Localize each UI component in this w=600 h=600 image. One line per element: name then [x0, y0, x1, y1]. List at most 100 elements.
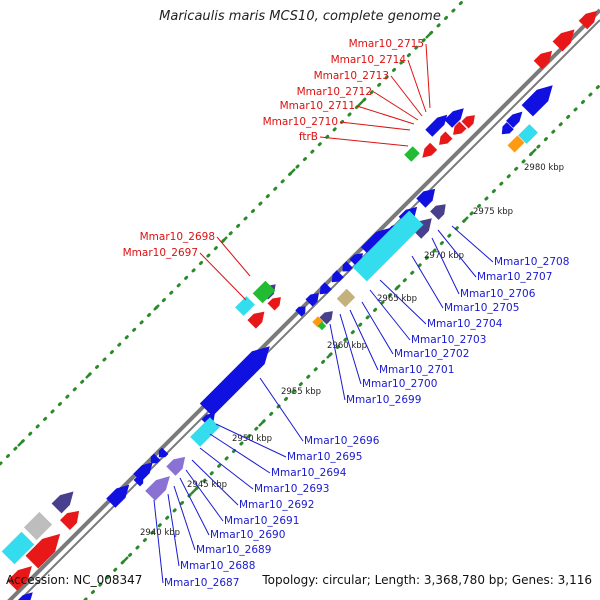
gene-arrow-blue	[506, 111, 523, 128]
red-gene-label: ftrB	[299, 131, 318, 143]
gene-arrow-blue	[305, 293, 319, 307]
gene-arrow-blue	[501, 122, 514, 135]
scale-label: 2950 kbp	[232, 434, 272, 444]
blue-label-leader	[369, 289, 411, 341]
red-label-leader	[356, 105, 415, 125]
blue-gene-label: Mmar10_2689	[196, 544, 271, 556]
blue-label-leader	[173, 485, 196, 551]
blue-gene-label: Mmar10_2687	[164, 577, 239, 589]
gene-arrow-blue	[444, 108, 464, 128]
backbone-line-inner	[18, 19, 600, 600]
blue-gene-label: Mmar10_2690	[210, 529, 285, 541]
blue-label-leader	[185, 469, 224, 522]
scale-tick	[153, 304, 160, 311]
gene-arrow-red	[422, 142, 438, 158]
gene-arrow-red	[247, 311, 265, 329]
blue-gene-label: Mmar10_2708	[494, 256, 569, 268]
scale-label: 2975 kbp	[473, 207, 513, 217]
gene-block-cyan	[518, 124, 538, 144]
gene-block-orange	[507, 135, 525, 153]
blue-gene-label: Mmar10_2694	[271, 467, 347, 479]
red-gene-label: Mmar10_2712	[297, 86, 372, 98]
blue-label-leader	[259, 377, 304, 442]
gene-arrow-blue	[521, 85, 553, 117]
scale-tick	[289, 168, 296, 175]
gene-arrow-blue	[319, 282, 332, 295]
blue-gene-label: Mmar10_2700	[362, 378, 437, 390]
gene-arrow-blue	[425, 114, 448, 137]
gene-arrow-blue	[295, 306, 306, 317]
gene-block-green	[317, 321, 327, 331]
scale-tick	[258, 420, 265, 427]
scale-tick	[357, 100, 364, 107]
gene-arrow-dark_blue	[430, 204, 446, 220]
gene-arrow-dark_blue	[51, 491, 74, 514]
blue-gene-label: Mmar10_2699	[346, 394, 421, 406]
gene-arrow-red	[533, 50, 553, 70]
blue-gene-label: Mmar10_2693	[254, 483, 329, 495]
gene-arrow-blue	[361, 228, 390, 257]
blue-label-leader	[199, 447, 254, 490]
blue-label-leader	[379, 279, 427, 325]
blue-label-leader	[339, 313, 362, 385]
gene-block-khaki	[336, 288, 356, 308]
scale-tick	[462, 216, 469, 223]
blue-gene-label: Mmar10_2696	[304, 435, 380, 447]
red-label-leader	[216, 236, 251, 277]
scale-tick	[221, 236, 228, 243]
gene-arrow-blue	[150, 453, 161, 464]
blue-gene-label: Mmar10_2695	[287, 451, 362, 463]
scale-label: 2970 kbp	[424, 251, 464, 261]
blue-label-leader	[215, 423, 287, 458]
gene-block-cyan	[235, 296, 255, 316]
blue-label-leader	[191, 459, 239, 506]
red-gene-label: Mmar10_2711	[280, 100, 355, 112]
gene-block-cyan	[190, 417, 220, 447]
scale-tick	[190, 488, 197, 495]
blue-gene-label: Mmar10_2706	[460, 288, 536, 300]
red-gene-label: Mmar10_2715	[349, 38, 424, 50]
blue-label-leader	[153, 499, 164, 584]
gene-arrow-blue	[106, 484, 130, 508]
blue-label-leader	[411, 255, 444, 309]
scale-tick	[122, 556, 129, 563]
blue-label-leader	[329, 323, 346, 401]
gene-arrow-red	[578, 10, 598, 30]
blue-gene-label: Mmar10_2701	[379, 364, 454, 376]
red-gene-label: Mmar10_2697	[123, 247, 198, 259]
gene-block-cyan	[1, 531, 35, 565]
blue-label-leader	[451, 225, 494, 263]
red-gene-label: Mmar10_2713	[314, 70, 389, 82]
scale-tick	[17, 440, 24, 447]
red-gene-label: Mmar10_2710	[263, 116, 338, 128]
gene-arrow-red	[25, 533, 61, 569]
blue-gene-label: Mmar10_2703	[411, 334, 486, 346]
scale-tick	[425, 32, 432, 39]
scale-tick	[394, 284, 401, 291]
blue-label-leader	[349, 309, 379, 371]
gene-block-green	[252, 280, 276, 304]
gene-arrow-blue	[416, 188, 436, 208]
blue-gene-label: Mmar10_2692	[239, 499, 314, 511]
red-label-leader	[407, 59, 427, 113]
gene-arrow-blue	[17, 592, 33, 600]
scale-label: 2940 kbp	[140, 528, 180, 538]
red-label-leader	[425, 43, 431, 109]
red-label-leader	[373, 91, 419, 121]
gene-block-grey	[23, 511, 53, 541]
gene-block-cyan	[352, 210, 424, 282]
gene-arrow-dark_blue	[411, 218, 432, 239]
accession-text: Accession: NC_008347	[6, 573, 143, 587]
gene-arrow-dark_blue	[319, 311, 333, 325]
scale-label: 2960 kbp	[327, 341, 367, 351]
red-label-leader	[319, 136, 409, 147]
red-label-leader	[390, 75, 423, 117]
red-label-leader	[199, 252, 247, 301]
scale-tick	[85, 372, 92, 379]
scale-label: 2980 kbp	[524, 163, 564, 173]
blue-gene-label: Mmar10_2705	[444, 302, 519, 314]
gene-arrow-red	[7, 566, 32, 591]
gene-arrow-red	[453, 121, 467, 135]
gene-block-green	[404, 146, 420, 162]
blue-gene-label: Mmar10_2702	[394, 348, 469, 360]
